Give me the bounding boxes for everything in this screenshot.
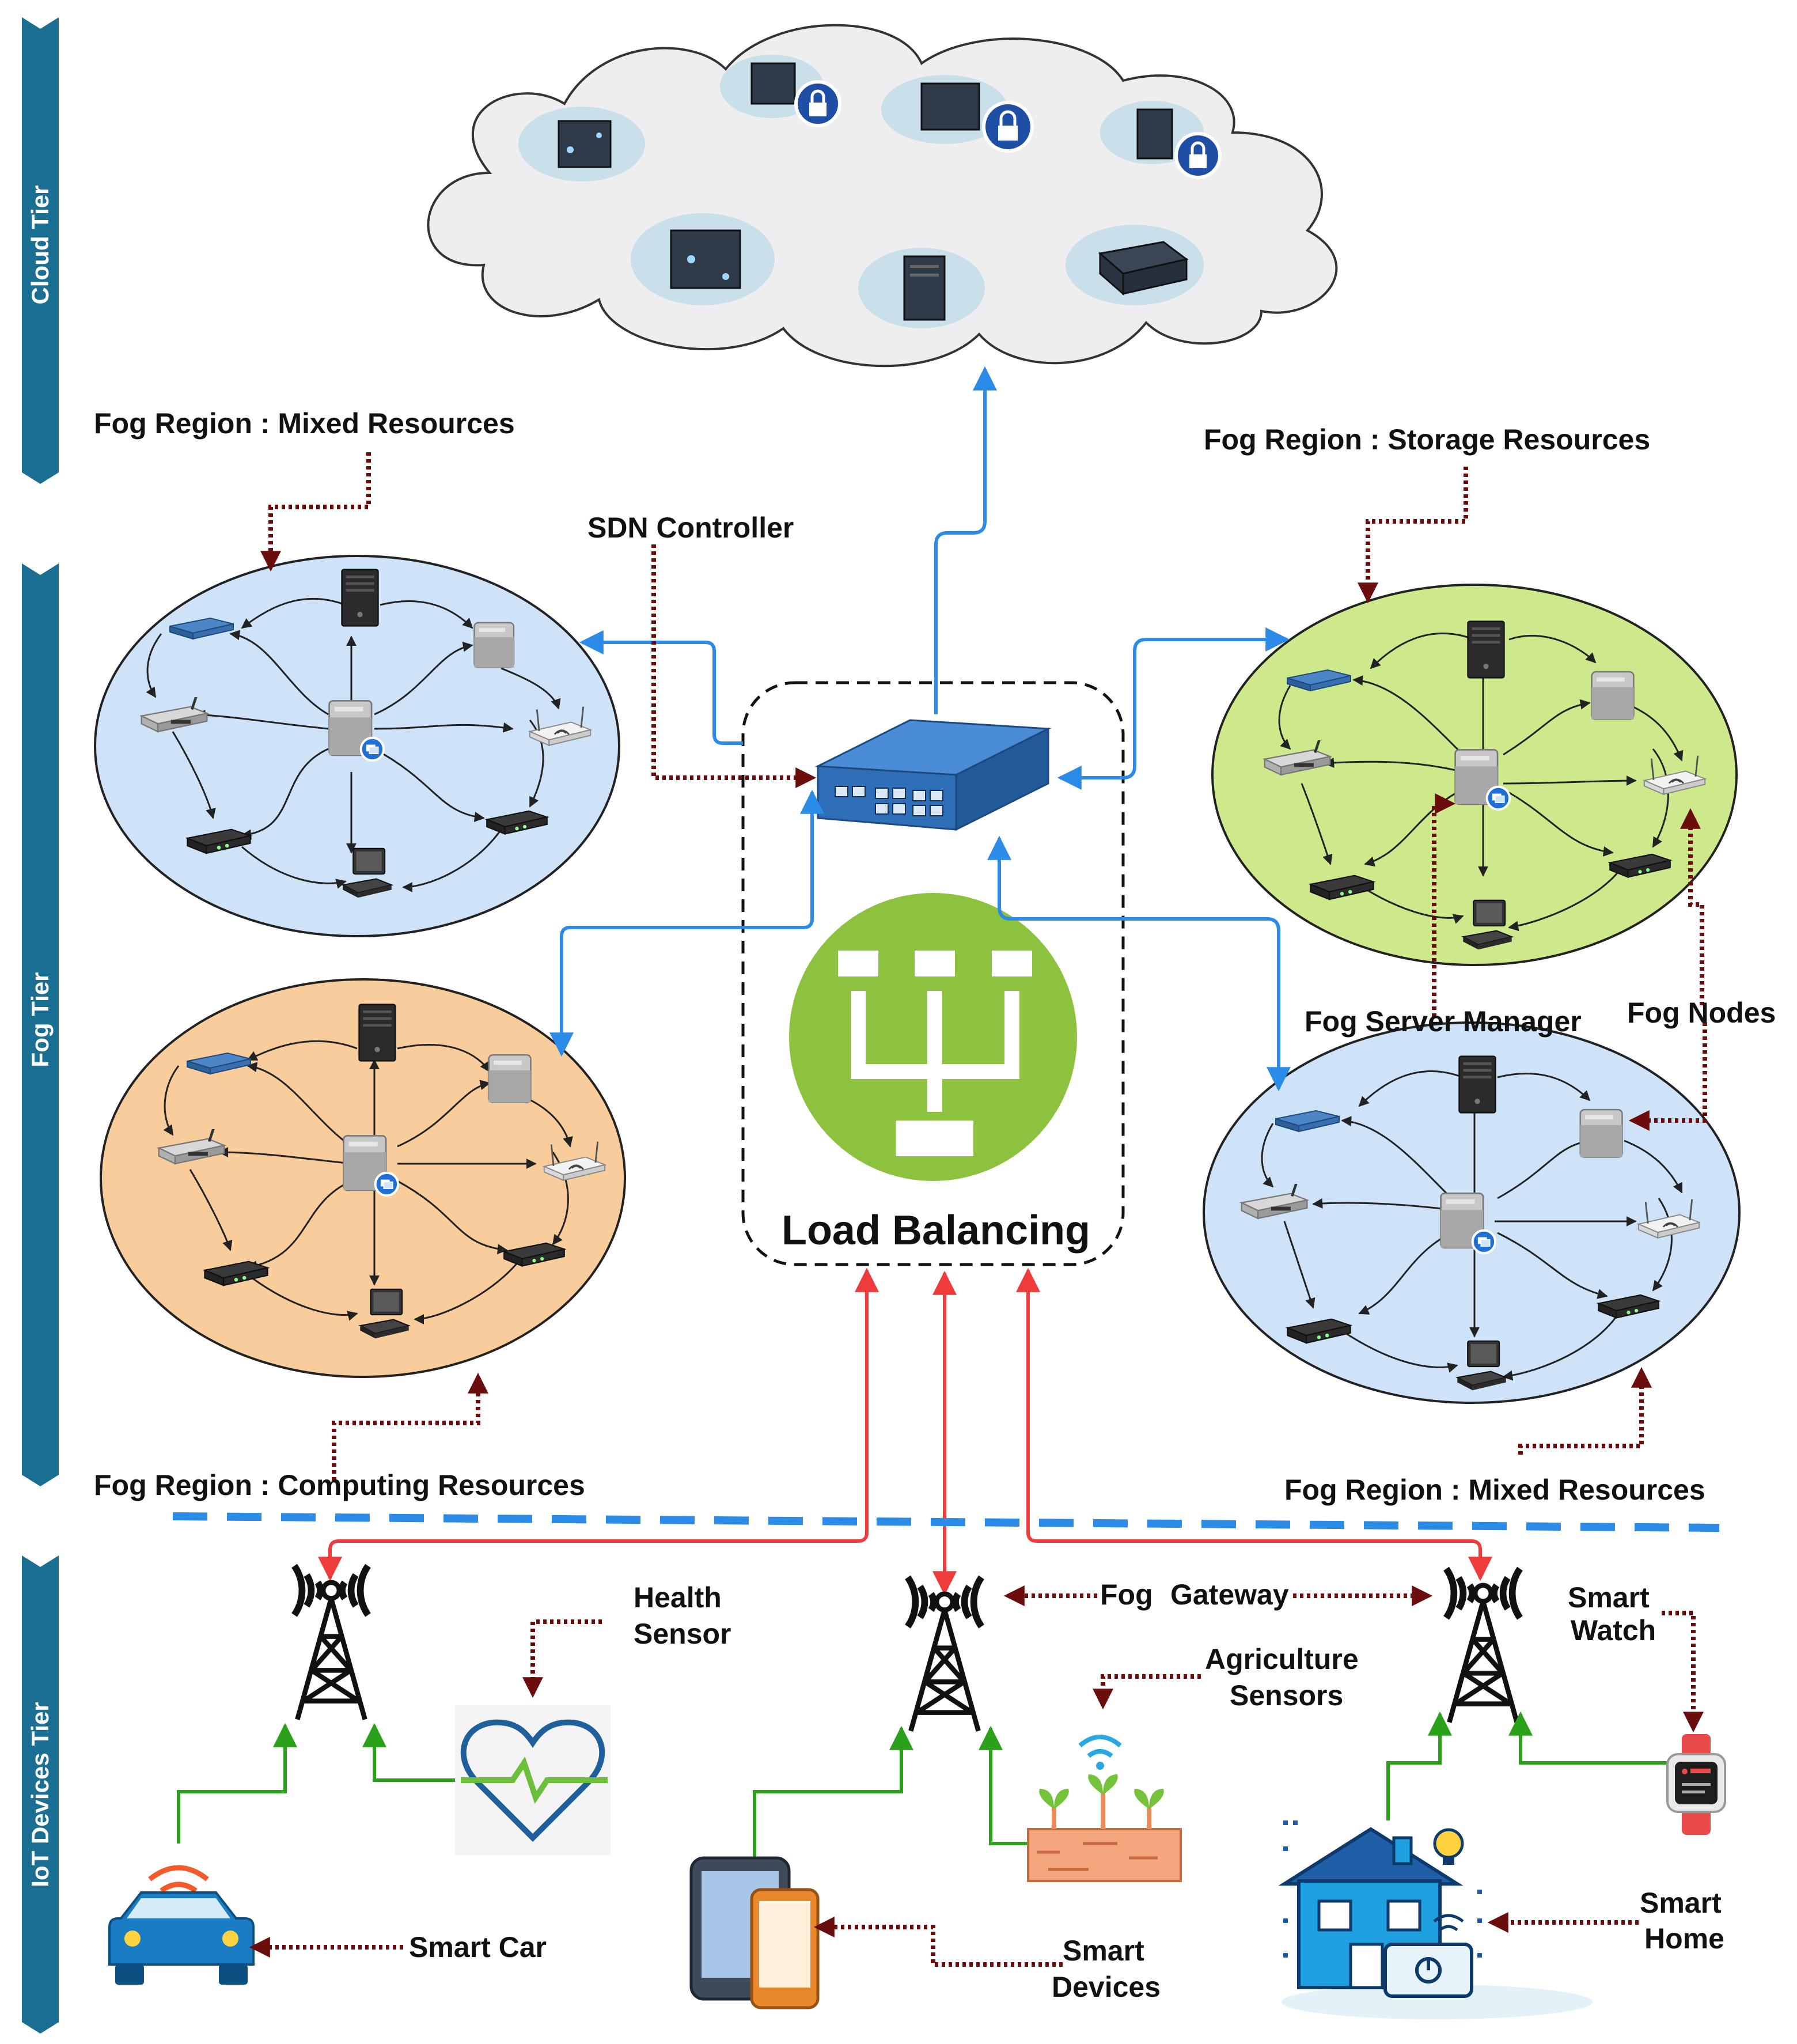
load-balancing-label: Load Balancing	[782, 1208, 1090, 1254]
fog-region-computing	[100, 978, 626, 1378]
smart-devices-label-line2: Devices	[1052, 1971, 1161, 2003]
gateway-tower-right	[1446, 1569, 1520, 1723]
cloud-tier-label: Cloud Tier	[26, 186, 54, 305]
green-links	[177, 1711, 1670, 1878]
fog-region-mixed-bottom	[1203, 1021, 1741, 1404]
health-sensor-icon	[455, 1705, 611, 1855]
sdn-controller-label: SDN Controller	[587, 512, 794, 544]
fog-region-storage	[1211, 584, 1738, 966]
cloud-secure-server-icon-1	[720, 55, 841, 127]
gateway-label: Gateway	[1170, 1579, 1289, 1611]
fog-region-mixed-top	[94, 555, 620, 937]
blue-links	[549, 366, 1291, 1092]
sensors-label: Sensors	[1230, 1679, 1343, 1712]
iot-tier-banner: IoT Devices Tier	[22, 1555, 59, 2034]
fog-region-mixed-top-label: Fog Region : Mixed Resources	[94, 407, 515, 440]
callout-arrows	[249, 452, 1707, 1967]
smart-car-label: Smart Car	[409, 1931, 547, 1963]
smart-watch-label-line1: Smart	[1568, 1581, 1650, 1614]
fog-iot-separator	[172, 1512, 1720, 1532]
red-links	[318, 1267, 1492, 1596]
cloud-storage-icon	[1066, 225, 1204, 305]
cloud-secure-server-icon-2	[881, 75, 1034, 153]
smart-watch-icon	[1666, 1734, 1726, 1835]
agriculture-sensors-icon	[1027, 1735, 1182, 1882]
health-label: Health	[634, 1581, 722, 1614]
fog-label: Fog	[1100, 1579, 1153, 1611]
cloud	[427, 24, 1338, 368]
cloud-server-icon	[858, 248, 985, 328]
sdn-controller-device	[814, 719, 1052, 831]
fog-region-mixed-bottom-label: Fog Region : Mixed Resources	[1284, 1474, 1705, 1506]
smart-home-icon	[1278, 1820, 1593, 2019]
iot-tier-label: IoT Devices Tier	[26, 1702, 54, 1887]
cloud-secure-server-icon-3	[1100, 101, 1222, 179]
cloud-datacenter-icon-2	[631, 213, 775, 305]
gateway-tower-center	[908, 1577, 981, 1731]
cloud-tier-banner: Cloud Tier	[22, 17, 59, 484]
gateway-tower-left	[294, 1566, 368, 1720]
cloud-datacenter-icon-1	[518, 107, 645, 181]
smart-watch-label-line2: Watch	[1571, 1614, 1656, 1646]
fog-region-computing-label: Fog Region : Computing Resources	[94, 1469, 585, 1501]
agriculture-label: Agriculture	[1205, 1643, 1359, 1675]
load-balancer-icon	[789, 893, 1077, 1181]
fog-server-manager-label: Fog Server Manager	[1305, 1005, 1582, 1038]
smart-devices-label-line1: Smart	[1063, 1935, 1144, 1967]
fog-tier-banner: Fog Tier	[22, 563, 59, 1486]
smart-devices-icon	[689, 1856, 820, 2009]
sensor-label: Sensor	[634, 1618, 731, 1650]
smart-home-label-line2: Home	[1644, 1922, 1724, 1955]
smart-home-label-line1: Smart	[1640, 1887, 1722, 1919]
fog-region-storage-label: Fog Region : Storage Resources	[1204, 423, 1650, 456]
smart-car-icon	[108, 1865, 255, 1985]
fog-nodes-label: Fog Nodes	[1627, 997, 1776, 1029]
fog-tier-label: Fog Tier	[26, 972, 54, 1068]
